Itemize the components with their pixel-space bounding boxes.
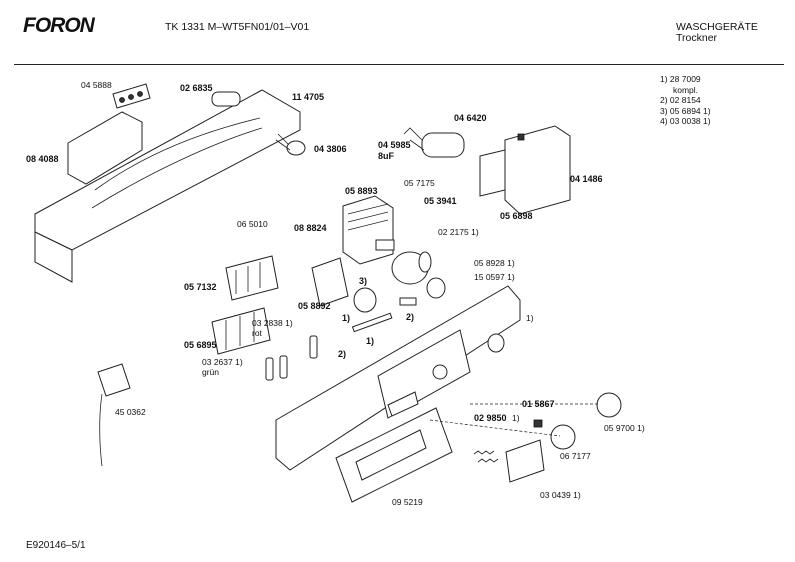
assembly-guides — [429, 403, 600, 437]
part-label-032637: 03 2637 1) — [202, 357, 243, 367]
terminal-block-part — [112, 83, 151, 109]
part-label-056898: 05 6898 — [500, 211, 533, 221]
part-label-057175: 05 7175 — [404, 178, 435, 188]
note-item: 4) 03 0038 1) — [660, 116, 711, 126]
part-label-056895: 05 6895 — [184, 340, 217, 350]
marker-1b: 1) — [366, 336, 375, 346]
part-label-015867: 01 5867 — [522, 399, 555, 409]
control-panel-part — [275, 285, 521, 471]
part-label-026835: 02 6835 — [180, 83, 213, 93]
part-label-rot: rot — [252, 328, 262, 338]
part-label-043806: 04 3806 — [314, 144, 347, 154]
timer-part — [342, 195, 395, 265]
part-label-058893: 05 8893 — [345, 186, 378, 196]
category-subtitle: Trockner — [676, 32, 718, 44]
contact-block-part — [211, 307, 271, 355]
note-item: 2) 02 8154 — [660, 95, 701, 105]
motor-part — [391, 251, 446, 299]
document-id: E920146–5/1 — [26, 540, 86, 551]
part-label-088824: 08 8824 — [294, 223, 327, 233]
note-item: kompl. — [673, 84, 699, 95]
control-knobs-part — [533, 392, 622, 450]
part-label-095219: 09 5219 — [392, 497, 423, 507]
part-label-084088: 08 4088 — [26, 154, 59, 164]
note-item: 1) 28 7009 — [660, 74, 701, 84]
power-cord-part — [97, 363, 131, 467]
part-label-8uf: 8uF — [378, 151, 395, 161]
ring-part — [211, 91, 241, 107]
marker-1a: 1) — [342, 313, 351, 323]
springs-part — [473, 439, 545, 483]
part-label-114705: 11 4705 — [292, 92, 325, 102]
brand-logo: FORON — [23, 14, 95, 37]
mounting-bracket-part — [479, 125, 571, 215]
marker-1c: 1) — [526, 313, 534, 323]
marker-3: 3) — [359, 276, 368, 286]
part-label-450362: 45 0362 — [115, 407, 146, 417]
part-label-046420: 04 6420 — [454, 113, 487, 123]
handle-part — [335, 407, 453, 503]
part-label-053941: 05 3941 — [424, 196, 457, 206]
part-label-057132: 05 7132 — [184, 282, 217, 292]
category-title: WASCHGERÄTE — [676, 21, 758, 33]
marker-2a: 2) — [406, 312, 415, 322]
cam-knob-part — [351, 287, 417, 333]
marker-1d: 1) — [512, 413, 520, 423]
part-label-032838: 03 2838 1) — [252, 318, 293, 328]
part-label-030439: 03 0439 1) — [540, 490, 581, 500]
part-label-059700: 05 9700 1) — [604, 423, 645, 433]
notes-list: 1) 28 7009 kompl. 2) 02 8154 3) 05 6894 … — [660, 74, 711, 127]
part-label-150597: 15 0597 1) — [474, 272, 515, 282]
part-label-029850: 02 9850 — [474, 413, 507, 423]
note-item: 3) 05 6894 1) — [660, 105, 711, 116]
indicator-lamps-part — [265, 335, 318, 381]
part-label-067177: 06 7177 — [560, 451, 591, 461]
model-number: TK 1331 M–WT5FN01/01–V01 — [165, 21, 310, 33]
suppressor-part — [275, 133, 306, 156]
part-label-gruen: grün — [202, 367, 220, 377]
part-label-045985: 04 5985 — [378, 140, 411, 150]
rocker-switch-part — [311, 257, 349, 307]
part-label-022175: 02 2175 1) — [438, 227, 479, 237]
part-label-058892: 05 8892 — [298, 301, 331, 311]
part-label-065010: 06 5010 — [237, 219, 268, 229]
marker-2b: 2) — [338, 349, 347, 359]
frame-part — [34, 89, 301, 283]
part-label-045888: 04 5888 — [81, 80, 112, 90]
capacitor-part — [403, 127, 465, 158]
part-label-041486: 04 1486 — [570, 174, 603, 184]
part-label-058928: 05 8928 1) — [474, 258, 515, 268]
header-rule — [14, 64, 784, 65]
switch-block-part — [225, 255, 279, 301]
